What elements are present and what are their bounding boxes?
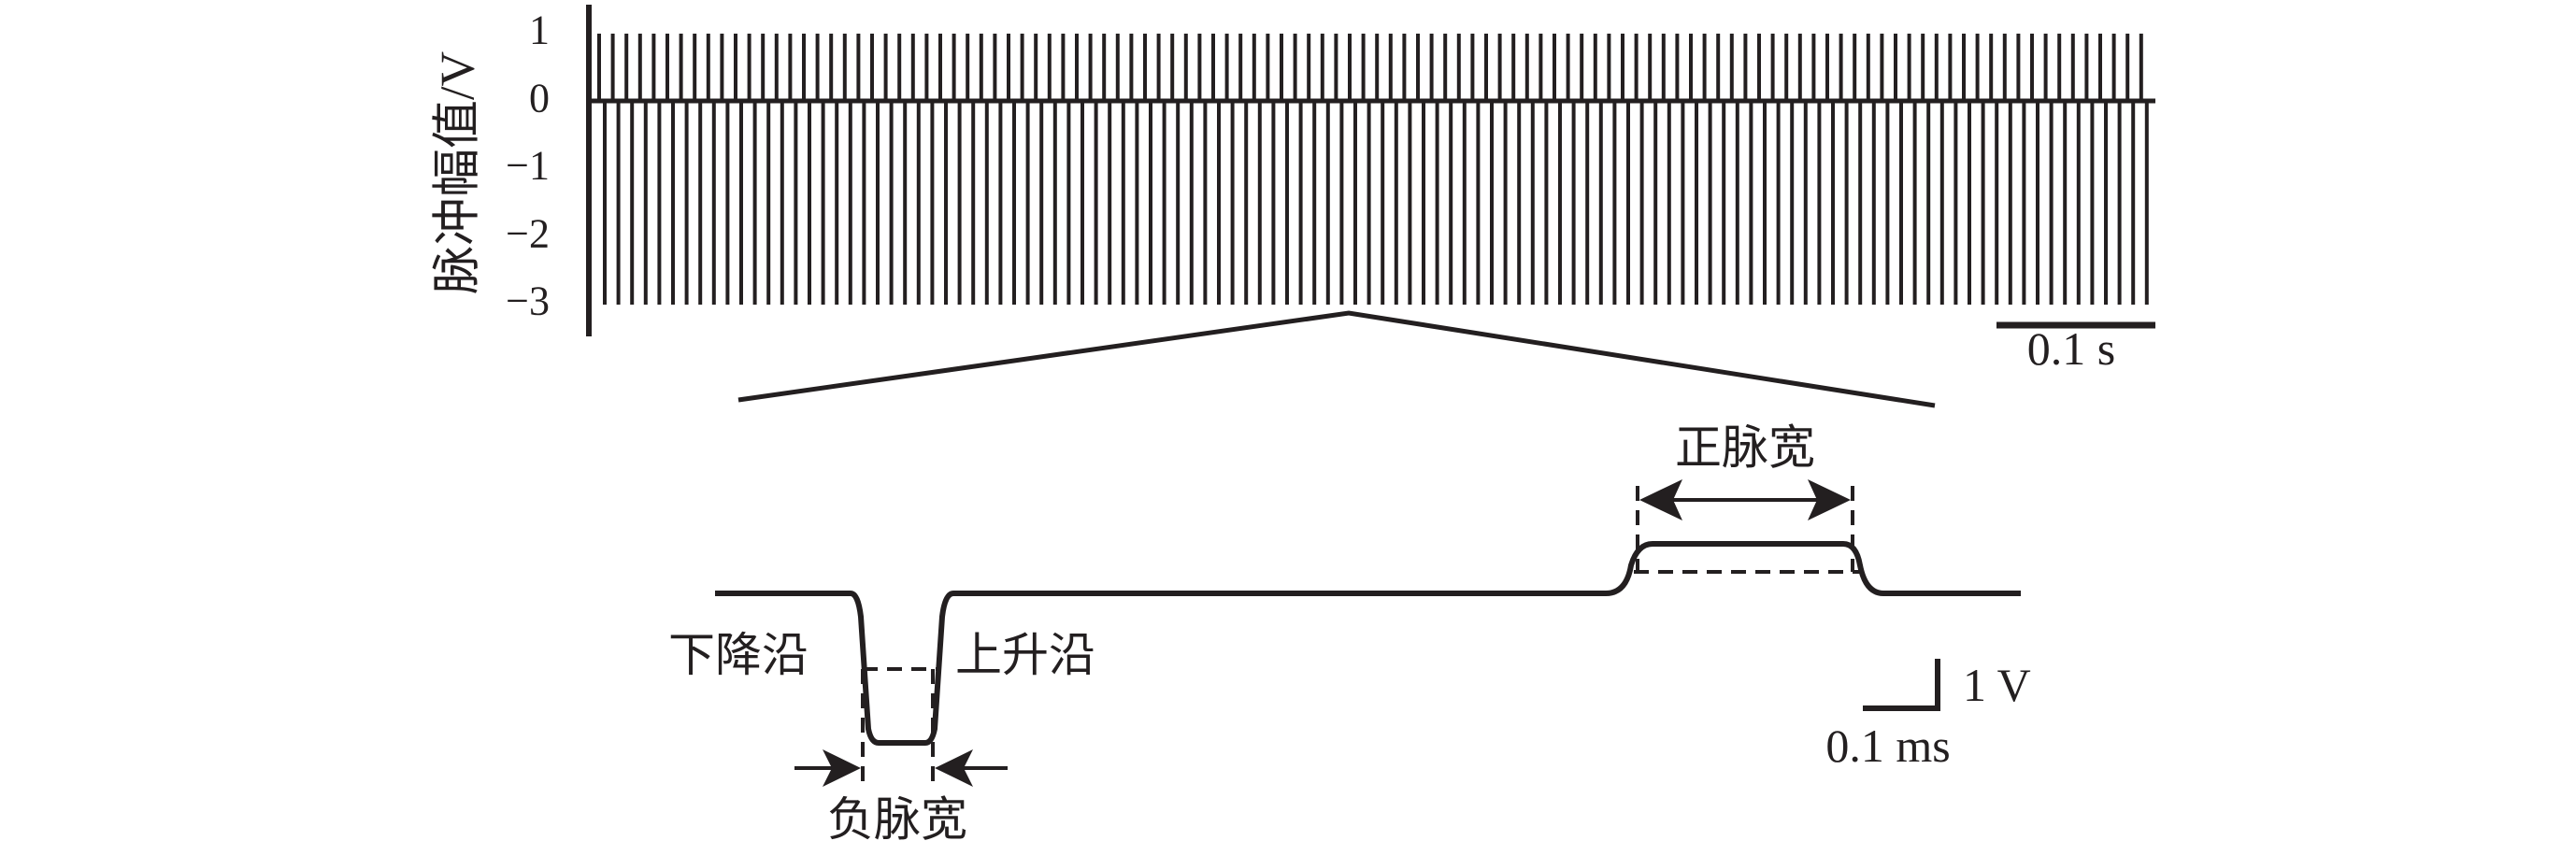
- y-tick-label: −3: [506, 278, 550, 324]
- y-tick-label: −2: [506, 211, 550, 257]
- top-panel: 脉冲幅值/V 1 0 −1 −2 −3 0.1 s: [432, 5, 2155, 375]
- negative-width-label: 负脉宽: [827, 793, 967, 846]
- rising-edge-label: 上升沿: [955, 629, 1095, 681]
- pulse-train: [597, 34, 2149, 305]
- zoomed-pulse-waveform: [715, 541, 2021, 746]
- positive-width-arrow-right-icon: [1808, 479, 1851, 520]
- zoom-connector: [737, 310, 1936, 408]
- y-tick-label: 1: [529, 7, 550, 53]
- time-scale-label: 0.1 s: [2027, 322, 2115, 375]
- positive-width-arrow-left-icon: [1639, 479, 1682, 520]
- falling-edge-label: 下降沿: [668, 629, 809, 681]
- y-tick-label: 0: [529, 76, 550, 121]
- zoom-panel: 正脉宽 负脉宽 下降沿 上升沿 1 V 0.1 ms: [668, 421, 2031, 846]
- time-scale-label-zoom: 0.1 ms: [1825, 720, 1950, 772]
- negative-width-arrow-left-icon: [823, 749, 861, 787]
- zoom-scale-bar: [1863, 659, 1940, 711]
- negative-width-arrow-right-icon: [935, 749, 973, 787]
- y-axis-label: 脉冲幅值/V: [432, 51, 485, 294]
- positive-width-label: 正脉宽: [1675, 421, 1815, 474]
- y-tick-label: −1: [506, 143, 550, 189]
- amplitude-scale-label: 1 V: [1963, 659, 2031, 711]
